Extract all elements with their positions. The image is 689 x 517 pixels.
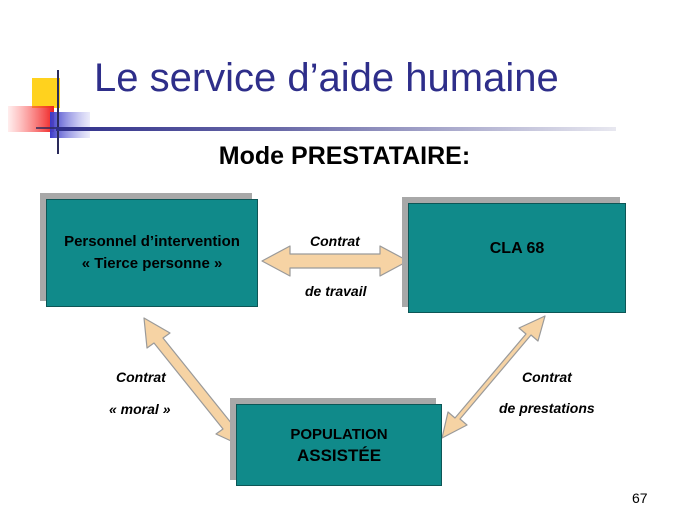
title-underline: [56, 127, 616, 131]
edge-prestations-line1: Contrat: [522, 369, 572, 385]
slide-logo-decoration: [8, 70, 96, 154]
box-personnel-line1: Personnel d’intervention: [64, 233, 240, 250]
edge-travail-line1: Contrat: [310, 233, 360, 249]
box-personnel-line2: « Tierce personne »: [81, 255, 223, 272]
edge-moral-line1: Contrat: [116, 369, 166, 385]
arrow-prestations: [441, 315, 546, 439]
arrow-travail: [261, 245, 409, 277]
box-population: POPULATION ASSISTÉE: [236, 404, 442, 486]
edge-travail-line2: de travail: [305, 283, 367, 299]
edge-prestations-line2: de prestations: [499, 400, 595, 416]
page-number: 67: [632, 490, 648, 506]
box-cla-label: CLA 68: [489, 240, 545, 257]
edge-moral-line2: « moral »: [109, 401, 171, 417]
box-personnel: Personnel d’intervention « Tierce person…: [46, 199, 258, 307]
box-cla: CLA 68: [408, 203, 626, 313]
slide-title: Le service d’aide humaine: [94, 56, 559, 100]
box-population-line2: ASSISTÉE: [296, 446, 382, 465]
box-population-line1: POPULATION: [290, 426, 388, 443]
slide-subtitle: Mode PRESTATAIRE:: [218, 142, 471, 170]
